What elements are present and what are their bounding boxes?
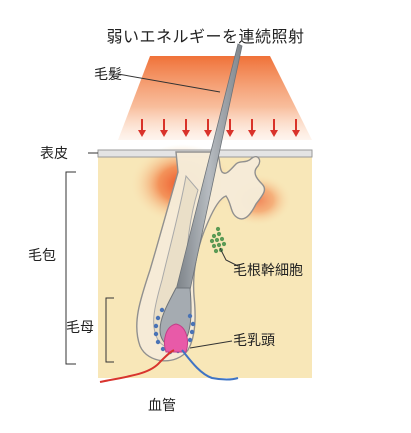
down-arrow-icon (160, 119, 168, 137)
label-hair: 毛髪 (94, 67, 122, 83)
diagram-title: 弱いエネルギーを連続照射 (106, 27, 305, 46)
matrix-bracket (105, 297, 114, 363)
label-epidermis: 表皮 (40, 146, 68, 162)
label-stem-cells: 毛根幹細胞 (233, 263, 303, 279)
energy-arrows (138, 119, 300, 137)
leader-lines (88, 73, 239, 349)
label-follicle: 毛包 (28, 248, 56, 264)
dermal-papilla (163, 323, 189, 353)
follicle-bracket (65, 171, 76, 365)
energy-beam (118, 56, 312, 140)
down-arrow-icon (182, 119, 190, 137)
label-blood-vessel: 血管 (148, 398, 176, 414)
label-matrix: 毛母 (66, 320, 94, 336)
down-arrow-icon (226, 119, 234, 137)
down-arrow-icon (138, 119, 146, 137)
down-arrow-icon (270, 119, 278, 137)
label-papilla: 毛乳頭 (233, 333, 275, 349)
down-arrow-icon (292, 119, 300, 137)
down-arrow-icon (204, 119, 212, 137)
blood-vessel-blue (181, 349, 239, 381)
down-arrow-icon (248, 119, 256, 137)
blood-vessel-red (99, 349, 175, 383)
